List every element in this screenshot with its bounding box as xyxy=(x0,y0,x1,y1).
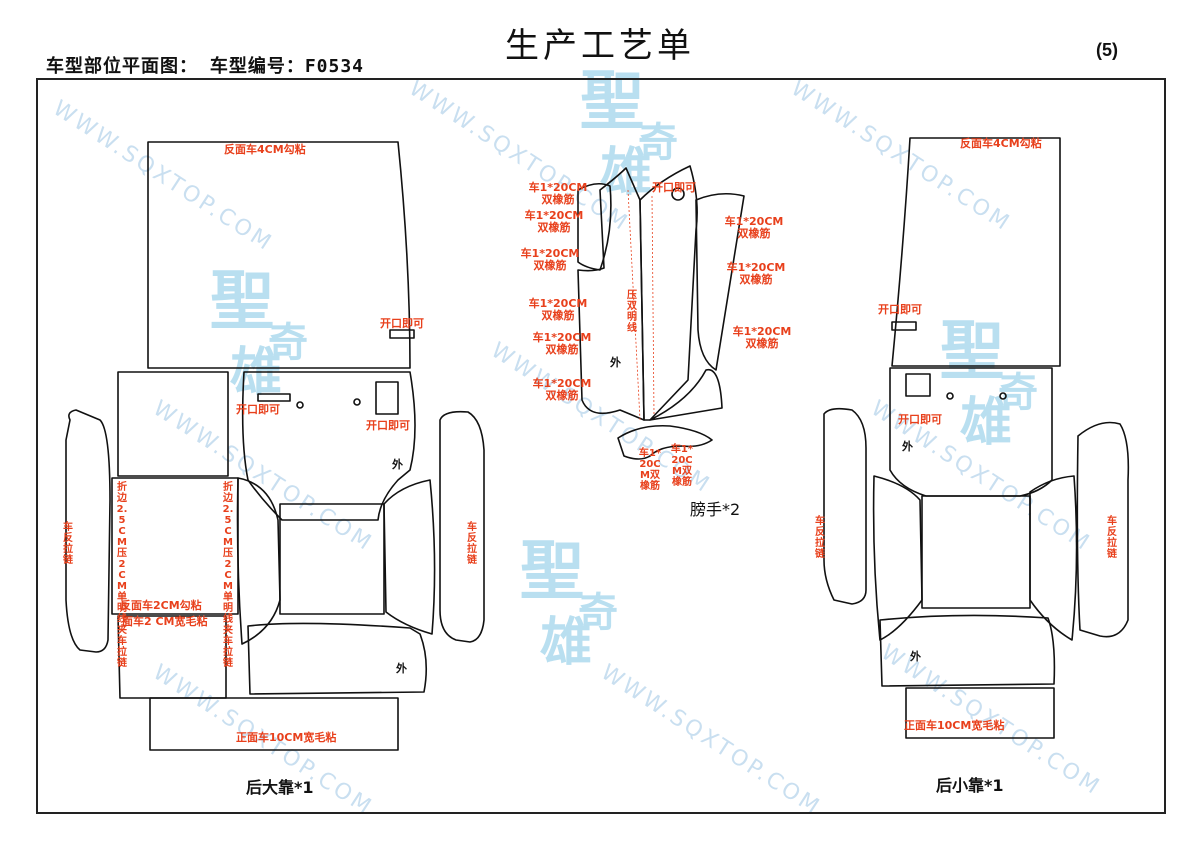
right-top-panel xyxy=(891,137,1061,367)
arm-right-panel xyxy=(695,192,745,371)
right-outer-mark-2: 外 xyxy=(910,650,921,663)
right-top-panel-note: 反面车4CM勾粘 xyxy=(960,137,1042,150)
arm-note-left-1: 车1*20CM双橡筋 xyxy=(528,181,588,206)
left-side-note: 车反拉链 xyxy=(63,522,73,566)
left-base-strip xyxy=(149,697,399,751)
right-top-slit xyxy=(891,321,917,331)
left-caption: 后大靠*1 xyxy=(246,778,314,797)
header-model-label: 车型部位平面图： 车型编号：F0534 xyxy=(46,56,365,77)
right-hole-1 xyxy=(946,392,954,400)
page-title: 生产工艺单 xyxy=(505,26,695,66)
arm-open-mark xyxy=(671,187,685,201)
right-wing-right xyxy=(1029,475,1078,641)
arm-note-right-3: 车1*20CM双橡筋 xyxy=(732,325,792,350)
right-seat-center xyxy=(921,495,1031,609)
right-hole-2 xyxy=(999,392,1007,400)
arm-note-right-1: 车1*20CM双橡筋 xyxy=(724,215,784,240)
left-lower-block xyxy=(117,615,227,699)
left-hole-2 xyxy=(353,398,361,406)
left-outer-mark-1: 外 xyxy=(392,458,403,471)
left-right-strip xyxy=(439,410,485,643)
drawing-frame xyxy=(36,78,1166,814)
arm-open-note: 开口即可 xyxy=(652,181,696,194)
right-base-strip xyxy=(905,687,1055,739)
right-opening-note-2: 开口即可 xyxy=(898,413,942,426)
arm-note-left-5: 车1*20CM双橡筋 xyxy=(532,331,592,356)
left-wing-left xyxy=(236,477,281,645)
arm-bottom-note-1: 车1*20CM双橡筋 xyxy=(638,448,662,492)
arm-bottom-cup xyxy=(617,424,713,460)
left-seat-center xyxy=(279,503,385,615)
arm-caption: 膀手*2 xyxy=(690,500,741,519)
left-side-strip xyxy=(65,409,111,653)
left-hole-1 xyxy=(296,401,304,409)
left-wing-right xyxy=(383,479,436,635)
right-right-side-note: 车反拉链 xyxy=(1107,516,1117,560)
left-right-side-note: 车反拉链 xyxy=(467,522,477,566)
left-upper-block xyxy=(117,371,229,477)
arm-note-right-2: 车1*20CM双橡筋 xyxy=(726,261,786,286)
left-opening-note-3: 开口即可 xyxy=(366,419,410,432)
right-wing-left xyxy=(872,475,923,641)
right-main-back xyxy=(889,367,1053,497)
arm-note-left-2: 车1*20CM双橡筋 xyxy=(524,209,584,234)
left-opening-note-1: 开口即可 xyxy=(380,317,424,330)
right-side-strip-right xyxy=(1076,421,1130,638)
arm-bottom-note-2: 车1*20CM双橡筋 xyxy=(670,444,694,488)
left-slot xyxy=(257,393,291,402)
right-opening-note-1: 开口即可 xyxy=(878,303,922,316)
left-main-back xyxy=(241,371,416,521)
right-side-strip-left xyxy=(823,407,867,605)
left-outer-mark-2: 外 xyxy=(396,662,407,675)
left-fold-note-right: 折边2.5CM压2CM单明线夹车拉链 xyxy=(222,482,234,669)
right-window xyxy=(905,373,931,397)
arm-right-lower xyxy=(649,368,723,421)
page-number: (5) xyxy=(1096,40,1118,60)
right-lower-back xyxy=(879,614,1056,687)
arm-outer-mark: 外 xyxy=(610,356,621,369)
left-top-panel xyxy=(147,141,411,369)
right-caption: 后小靠*1 xyxy=(936,776,1004,795)
left-window xyxy=(375,381,399,415)
left-top-slit xyxy=(389,329,415,339)
arm-note-left-6: 车1*20CM双橡筋 xyxy=(532,377,592,402)
right-base-note: 正面车10CM宽毛粘 xyxy=(904,719,1005,732)
left-fold-note-left: 折边2.5CM压2CM单明线夹车拉链 xyxy=(116,482,128,669)
arm-left-flap xyxy=(577,182,612,271)
left-bottom-note-1: 反面车2CM勾粘 xyxy=(120,599,202,612)
arm-note-left-3: 车1*20CM双橡筋 xyxy=(520,247,580,272)
arm-seam-right xyxy=(651,195,655,417)
left-base-note: 正面车10CM宽毛粘 xyxy=(236,731,337,744)
arm-left-body xyxy=(577,167,645,421)
left-bottom-note-2: 面车2 CM宽毛粘 xyxy=(122,615,208,628)
left-lower-back xyxy=(247,622,428,695)
left-opening-note-2: 开口即可 xyxy=(236,403,280,416)
arm-note-left-4: 车1*20CM双橡筋 xyxy=(528,297,588,322)
arm-press-note: 压双明线 xyxy=(627,290,637,334)
right-outer-mark-1: 外 xyxy=(902,440,913,453)
right-left-side-note: 车反拉链 xyxy=(815,516,825,560)
left-center-panel xyxy=(111,477,239,615)
arm-center-body xyxy=(639,165,698,421)
left-top-panel-note: 反面车4CM勾粘 xyxy=(224,143,306,156)
